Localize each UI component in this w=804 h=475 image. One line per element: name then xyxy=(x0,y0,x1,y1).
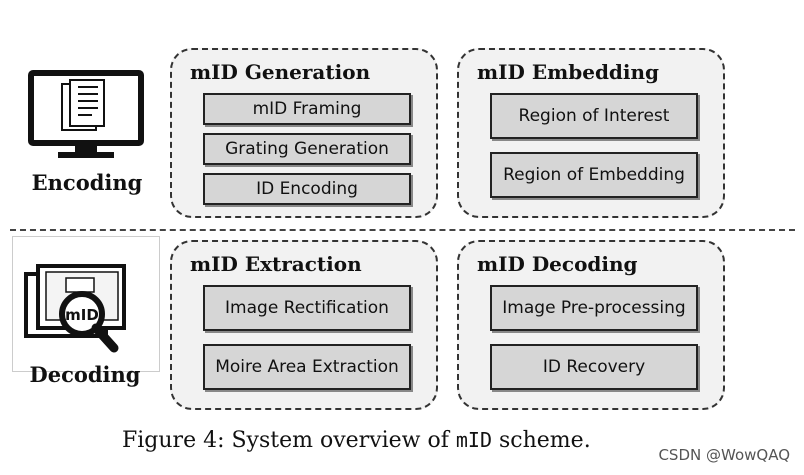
caption-code: mID xyxy=(455,428,493,452)
monitor-document-icon xyxy=(28,70,144,158)
mid-decoding-title: mID Decoding xyxy=(477,252,638,276)
id-recovery-box: ID Recovery xyxy=(490,344,698,390)
image-rectification-box: Image Rectification xyxy=(203,285,411,331)
watermark: CSDN @WowQAQ xyxy=(658,446,790,464)
mid-framing-box: mID Framing xyxy=(203,93,411,125)
figure-caption: Figure 4: System overview of mID scheme. xyxy=(122,428,591,453)
region-of-interest-box: Region of Interest xyxy=(490,93,698,139)
mid-generation-title: mID Generation xyxy=(190,60,371,84)
encoding-decoding-divider xyxy=(10,229,795,231)
magnifier-mid-icon: mID xyxy=(24,264,126,353)
mid-extraction-title: mID Extraction xyxy=(190,252,362,276)
magnifier-mid-text: mID xyxy=(65,306,99,324)
image-preprocessing-box: Image Pre-processing xyxy=(490,285,698,331)
encoding-label: Encoding xyxy=(31,170,143,195)
caption-prefix: Figure 4: System overview of xyxy=(122,428,456,453)
mid-embedding-title: mID Embedding xyxy=(477,60,660,84)
region-of-embedding-box: Region of Embedding xyxy=(490,152,698,198)
caption-suffix: scheme. xyxy=(492,428,591,453)
decoding-label: Decoding xyxy=(29,362,141,387)
moire-area-extraction-box: Moire Area Extraction xyxy=(203,344,411,390)
grating-generation-box: Grating Generation xyxy=(203,133,411,165)
id-encoding-box: ID Encoding xyxy=(203,173,411,205)
